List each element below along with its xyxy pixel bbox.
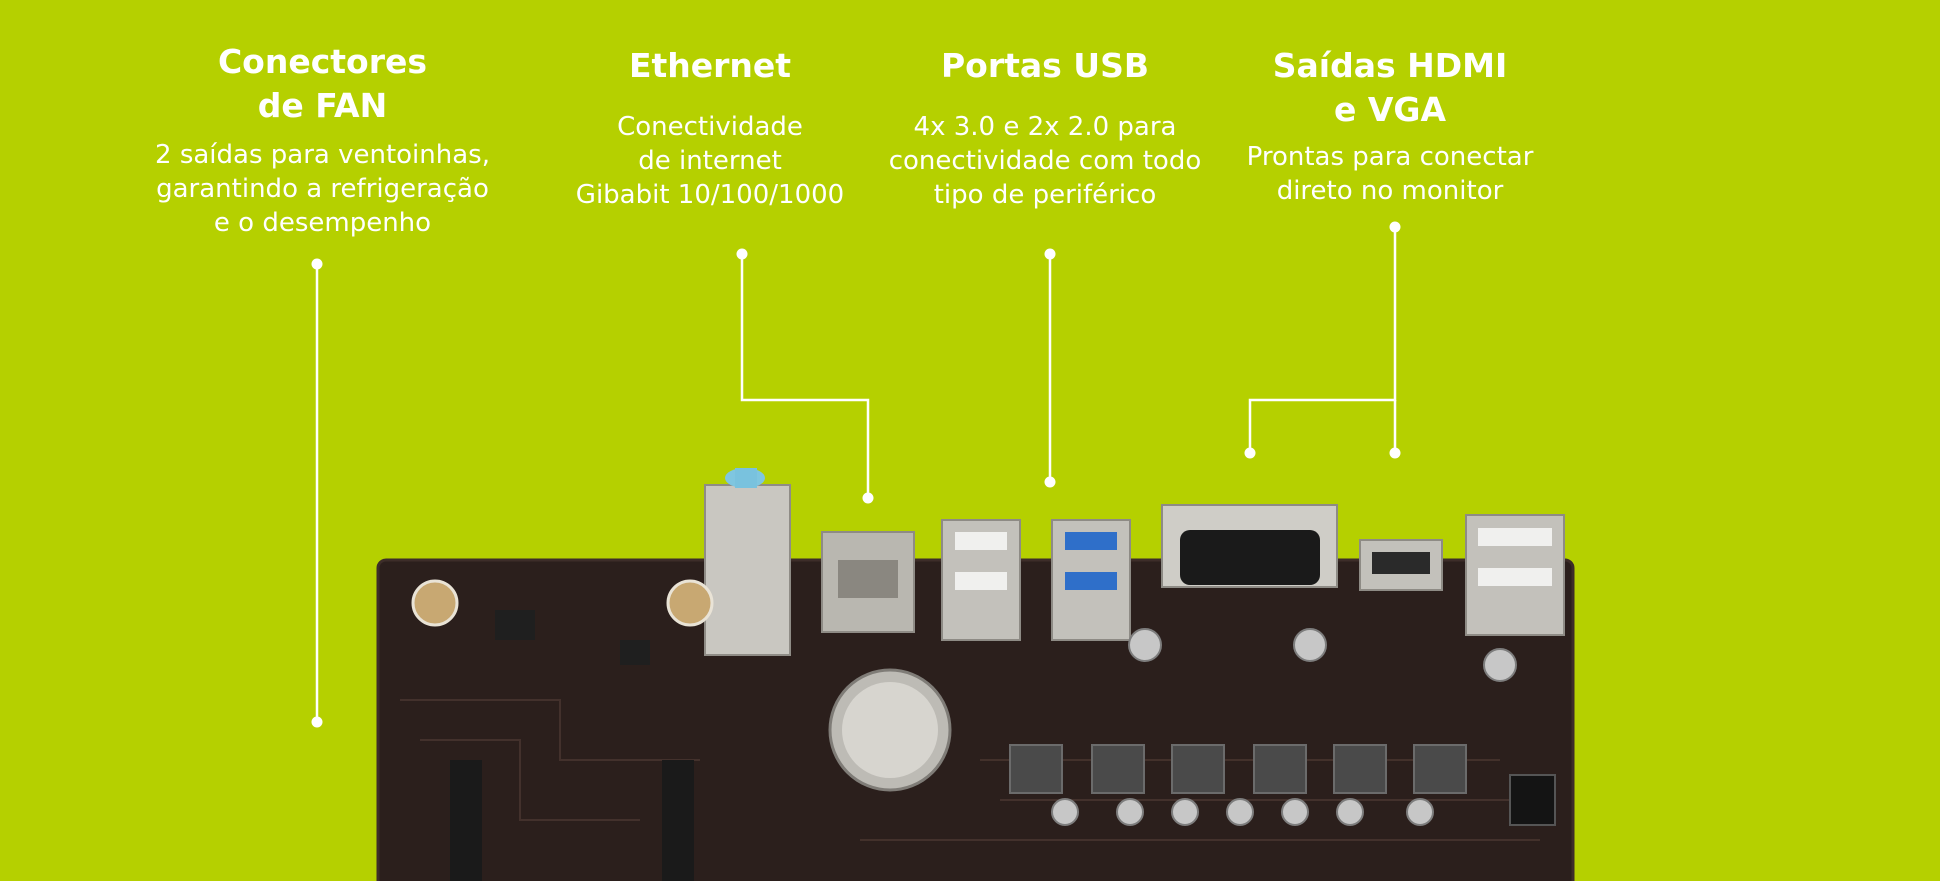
callout-dot [736, 248, 748, 260]
callout-dot [1389, 447, 1401, 459]
callout-ethernet: Ethernet Conectividade de internet Gibab… [560, 44, 860, 212]
callout-description: Prontas para conectar direto no monitor [1246, 142, 1534, 206]
fan-connector [666, 579, 714, 627]
callout-fan-connectors: Conectores de FAN 2 saídas para ventoinh… [140, 40, 505, 240]
pcie-slot [450, 760, 482, 881]
callout-dot [862, 492, 874, 504]
callout-title: Conectores de FAN [217, 42, 428, 125]
callout-title: Ethernet [628, 46, 792, 85]
callout-title: Portas USB [940, 46, 1150, 85]
callout-usb-ports: Portas USB 4x 3.0 e 2x 2.0 para conectiv… [870, 44, 1220, 212]
pcie-slot [662, 760, 694, 881]
callout-description: 4x 3.0 e 2x 2.0 para conectividade com t… [888, 112, 1202, 210]
callout-dot [311, 258, 323, 270]
callout-description: Conectividade de internet Gibabit 10/100… [575, 112, 845, 210]
callout-hdmi-vga: Saídas HDMI e VGA Prontas para conectar … [1230, 44, 1550, 208]
callout-dot [311, 716, 323, 728]
callout-dot [1044, 248, 1056, 260]
callout-dot [1389, 221, 1401, 233]
callout-dot [1244, 447, 1256, 459]
fan-connector [411, 579, 459, 627]
callout-description: 2 saídas para ventoinhas, garantindo a r… [155, 140, 490, 238]
callout-title: Saídas HDMI e VGA [1272, 46, 1508, 129]
callout-dot [1044, 476, 1056, 488]
audio-connector [704, 484, 791, 656]
